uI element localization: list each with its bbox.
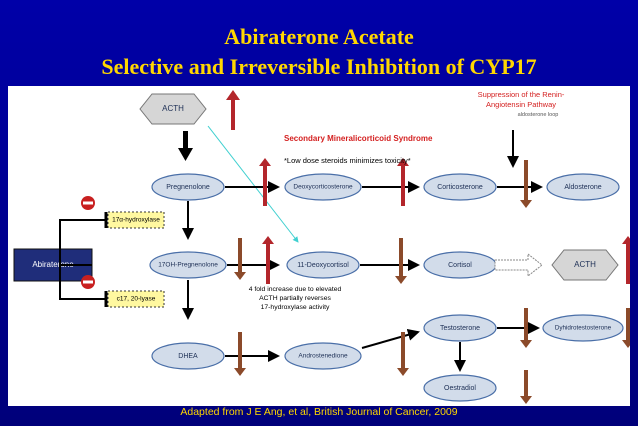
corticosterone-up-arrow xyxy=(397,158,409,206)
pathway-diagram-panel: ACTH Pregnenolone Deoxycorticosterone xyxy=(8,86,634,406)
acth-top-hexagon: ACTH xyxy=(139,93,207,125)
suppression-line2: Angiotensin Pathway xyxy=(486,100,556,109)
arrow-andro-to-testo xyxy=(361,328,420,349)
acth-right-hexagon: ACTH xyxy=(551,249,619,281)
node-corticosterone: Corticosterone xyxy=(423,173,497,201)
fold-note-line3: 17-hydroxylase activity xyxy=(261,304,330,311)
fold-note-line1: 4 fold increase due to elevated xyxy=(249,286,342,293)
svg-text:Androstenedione: Androstenedione xyxy=(298,353,348,360)
svg-text:Testosterone: Testosterone xyxy=(440,325,480,332)
node-17oh-pregnenolone: 17OH-Pregnenolone xyxy=(149,251,227,279)
enzyme-hydroxylase-box: 17α-hydroxylase xyxy=(107,211,165,229)
acth-to-pregnenolone-arrow xyxy=(178,131,193,161)
dht-down-arrow xyxy=(622,308,634,348)
testosterone-down-arrow xyxy=(520,308,532,348)
aldosterone-loop-label: aldosterone loop xyxy=(518,112,559,118)
cortisol-down-arrow xyxy=(395,238,407,284)
node-cortisol: Cortisol xyxy=(423,251,497,279)
svg-text:17α-hydroxylase: 17α-hydroxylase xyxy=(112,217,160,224)
svg-text:Cortisol: Cortisol xyxy=(448,262,472,269)
svg-text:Corticosterone: Corticosterone xyxy=(437,184,483,191)
svg-text:c17, 20-lyase: c17, 20-lyase xyxy=(117,296,156,303)
node-deoxycorticosterone: Deoxycorticosterone xyxy=(284,173,362,201)
inhibit-line-hydroxylase xyxy=(59,219,106,266)
suppression-line1: Suppression of the Renin- xyxy=(478,90,565,99)
inhibit-icon-hydroxylase xyxy=(81,196,95,210)
svg-text:ACTH: ACTH xyxy=(574,260,596,269)
17oh-down-arrow xyxy=(234,238,246,280)
enzyme-lyase-box: c17, 20-lyase xyxy=(107,290,165,308)
aldosterone-down-arrow xyxy=(520,160,532,208)
citation-caption: Adapted from J E Ang, et al, British Jou… xyxy=(180,406,458,418)
node-dihydrotestosterone: Dyhidrotestosterone xyxy=(542,314,624,342)
svg-text:DHEA: DHEA xyxy=(178,353,198,360)
acth-top-label: ACTH xyxy=(162,104,184,113)
svg-text:Dyhidrotestosterone: Dyhidrotestosterone xyxy=(555,325,612,332)
acth-up-arrow xyxy=(226,90,240,130)
acth-right-up-arrow xyxy=(622,236,634,284)
svg-text:17OH-Pregnenolone: 17OH-Pregnenolone xyxy=(158,262,218,269)
node-11-deoxycortisol: 11-Deoxycortisol xyxy=(286,251,360,279)
inhibit-line-lyase xyxy=(59,265,106,300)
slide-title: Abiraterone Acetate xyxy=(224,24,414,49)
acth-cyan-connector xyxy=(207,125,299,243)
inhibit-icon-lyase xyxy=(81,275,95,289)
svg-text:Oestradiol: Oestradiol xyxy=(444,385,476,392)
pathway-diagram: ACTH Pregnenolone Deoxycorticosterone xyxy=(13,90,634,404)
androstenedione-down-arrow xyxy=(397,332,409,376)
svg-text:Aldosterone: Aldosterone xyxy=(564,184,601,191)
svg-text:Pregnenolone: Pregnenolone xyxy=(166,184,210,191)
abiraterone-box: Abiraterone xyxy=(13,248,93,282)
node-testosterone: Testosterone xyxy=(423,314,497,342)
low-dose-note: *Low dose steroids minimizes toxicity* xyxy=(284,156,411,165)
svg-text:Deoxycorticosterone: Deoxycorticosterone xyxy=(293,184,353,191)
node-oestradiol: Oestradiol xyxy=(423,374,497,402)
hollow-arrow-cortisol-to-acth xyxy=(494,252,543,278)
node-dhea: DHEA xyxy=(151,342,225,370)
fold-note-line2: ACTH partially reverses xyxy=(259,295,331,302)
dhea-down-arrow xyxy=(234,332,246,376)
svg-text:11-Deoxycortisol: 11-Deoxycortisol xyxy=(297,262,349,269)
oestradiol-down-arrow xyxy=(520,370,532,404)
secondary-syndrome-label: Secondary Mineralicorticoid Syndrome xyxy=(284,134,433,143)
doc-up-arrow xyxy=(259,158,271,206)
node-pregnenolone: Pregnenolone xyxy=(151,173,225,201)
slide-subtitle: Selective and Irreversible Inhibition of… xyxy=(101,54,537,79)
node-androstenedione: Androstenedione xyxy=(284,342,362,370)
11doc-up-arrow xyxy=(262,236,274,284)
abiraterone-label: Abiraterone xyxy=(32,260,74,269)
node-aldosterone: Aldosterone xyxy=(546,173,620,201)
